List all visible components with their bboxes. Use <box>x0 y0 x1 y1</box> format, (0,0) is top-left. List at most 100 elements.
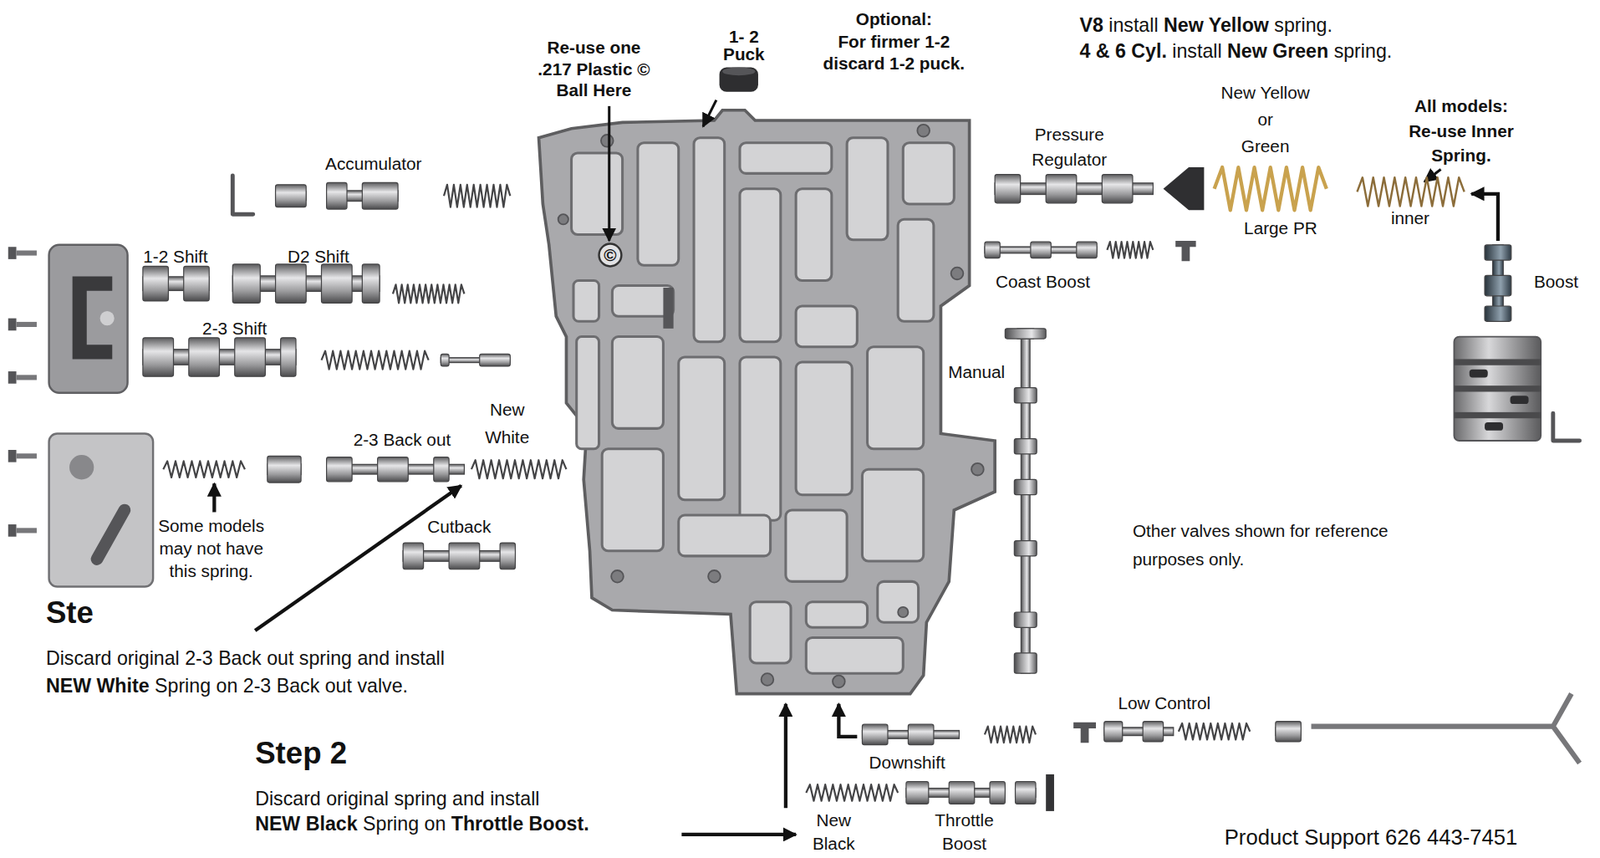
text-run: New <box>1221 82 1261 102</box>
spool-land <box>232 264 260 303</box>
screw <box>8 449 37 463</box>
spool-land <box>907 723 934 744</box>
text-run: NEW <box>45 674 97 697</box>
screw <box>8 524 37 537</box>
text-run: Large <box>1243 218 1294 238</box>
text-run: Discard <box>254 787 327 810</box>
valve-spool <box>267 455 301 483</box>
note-text: Some models may not have this spring. <box>157 514 265 583</box>
text-run: & <box>1095 40 1116 62</box>
spring <box>805 784 898 801</box>
part-label: Accumulator <box>325 153 422 175</box>
spring <box>1106 241 1153 259</box>
text-run: install <box>1171 40 1228 62</box>
spool-land <box>440 353 449 367</box>
text-run: Yellow <box>1259 82 1310 102</box>
spool-land <box>142 337 174 377</box>
puck <box>719 67 759 92</box>
part-label: Large PR <box>1243 218 1318 240</box>
text-run: Support <box>1304 825 1386 849</box>
text-run: may <box>158 538 197 558</box>
text-run: and <box>452 787 490 810</box>
text-run: Boost <box>942 833 987 853</box>
text-run: discard <box>823 53 891 73</box>
part-label: Boost <box>1533 271 1579 293</box>
text-run: 626 <box>1385 825 1427 849</box>
washer <box>1045 774 1055 811</box>
part-label: Low Control <box>1117 692 1211 714</box>
text-run: spring <box>393 787 453 810</box>
spool-land <box>1275 721 1302 742</box>
text-run: Puck <box>723 44 765 64</box>
text-run: on <box>216 674 244 697</box>
valve-spool <box>1014 336 1037 674</box>
instruction-text: Discard original spring and install NEW … <box>254 785 589 837</box>
text-run: 2-3 <box>184 647 219 669</box>
spool-land <box>402 542 423 570</box>
text-run: and <box>356 647 395 669</box>
text-run: White <box>484 427 530 447</box>
text-run: purposes <box>1132 549 1209 569</box>
text-run: original <box>326 787 394 810</box>
note-text: Other valves shown for reference purpose… <box>1132 516 1389 574</box>
text-run: Shift <box>173 246 209 266</box>
text-run: Product <box>1224 825 1305 849</box>
valve-body <box>539 110 996 694</box>
text-run: Cutback <box>427 516 491 536</box>
part-label: Cutback <box>427 516 491 538</box>
spool-land <box>321 264 353 303</box>
valve-spool <box>142 265 209 301</box>
valve-spool <box>440 353 510 367</box>
leader-arrows <box>214 100 1499 835</box>
spring <box>392 284 464 303</box>
valve-spool <box>1275 721 1302 742</box>
text-run: D2 <box>287 246 315 266</box>
spring <box>443 184 510 208</box>
text-run: spring <box>299 647 358 669</box>
part-label: New White <box>484 396 530 452</box>
spool-land <box>861 723 888 744</box>
text-run: out <box>426 429 451 449</box>
spool-land <box>1014 611 1037 627</box>
text-run: install <box>395 647 445 669</box>
text-run: Ball <box>555 80 593 100</box>
text-run: Low <box>1117 692 1155 713</box>
text-run: Yellow <box>1208 14 1275 36</box>
text-run: Regulator <box>1031 149 1107 169</box>
text-run: Optional: <box>856 9 933 29</box>
text-run: 2-3 <box>202 318 233 338</box>
text-run: Back <box>382 429 427 449</box>
text-run: only. <box>1208 549 1244 569</box>
text-run: Throttle <box>451 812 530 835</box>
spool-land <box>361 182 398 209</box>
text-run: 443-7451 <box>1426 825 1518 849</box>
text-run: Boost <box>1045 271 1091 291</box>
text-run: original <box>117 647 185 669</box>
spring <box>321 351 429 370</box>
callout-symbol: © <box>603 244 617 267</box>
valve-spool <box>984 241 1097 259</box>
valve-spool <box>1484 244 1512 322</box>
valve-spool <box>142 337 296 377</box>
part-label: 2-3 Shift <box>202 318 267 340</box>
text-run: © <box>603 244 617 265</box>
part-label: Manual <box>947 361 1005 383</box>
valve-parts <box>8 167 1580 811</box>
text-run: spring. <box>1273 14 1333 36</box>
text-run: shown <box>1234 520 1290 541</box>
spring <box>1214 167 1327 210</box>
spool-land <box>1014 478 1037 495</box>
spool-land <box>989 781 1005 805</box>
text-run: Green <box>1272 40 1334 62</box>
text-run: Spring <box>362 812 424 835</box>
spool-land <box>1101 174 1133 204</box>
text-run: models: <box>1441 96 1509 116</box>
spring <box>984 726 1036 744</box>
text-run: © <box>636 59 650 79</box>
spool-land <box>1484 244 1512 260</box>
text-run: NEW <box>254 812 306 835</box>
valve-spool <box>861 723 959 744</box>
text-run: valve. <box>356 674 408 697</box>
